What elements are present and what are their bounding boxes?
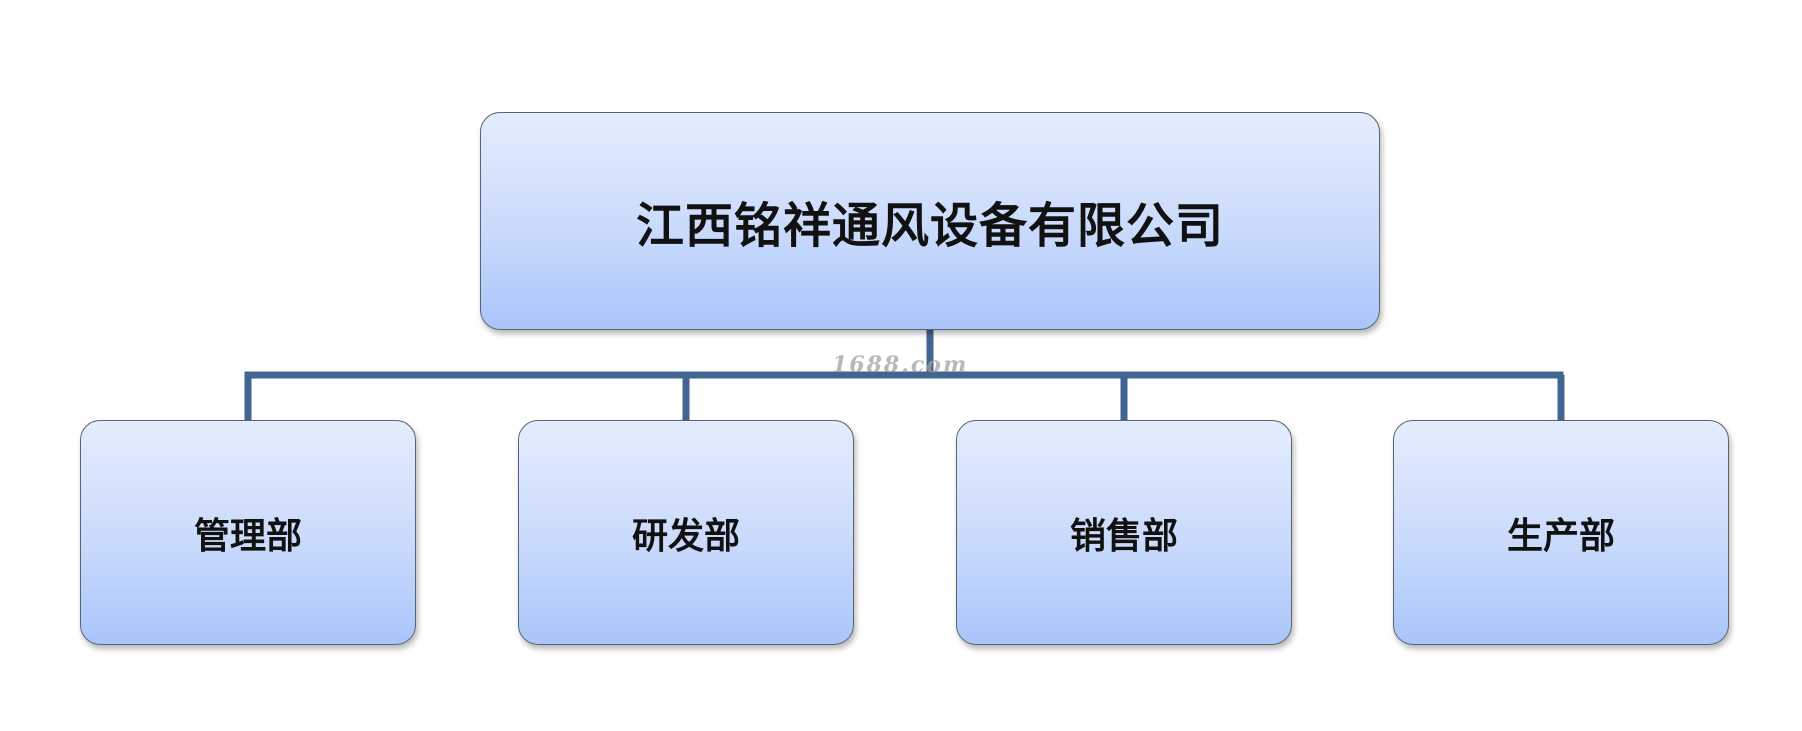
child-node-label: 销售部 <box>1069 515 1178 557</box>
child-node-label: 研发部 <box>631 515 740 557</box>
root-node: 江西铭祥通风设备有限公司 <box>480 112 1380 330</box>
child-node-rnd: 研发部 <box>518 420 854 645</box>
child-node-sales: 销售部 <box>956 420 1292 645</box>
child-node-production: 生产部 <box>1393 420 1729 645</box>
child-node-label: 生产部 <box>1506 515 1615 557</box>
root-node-label: 江西铭祥通风设备有限公司 <box>635 198 1224 254</box>
child-node-label: 管理部 <box>193 515 302 557</box>
watermark: 1688.com <box>832 352 969 378</box>
child-node-management: 管理部 <box>80 420 416 645</box>
